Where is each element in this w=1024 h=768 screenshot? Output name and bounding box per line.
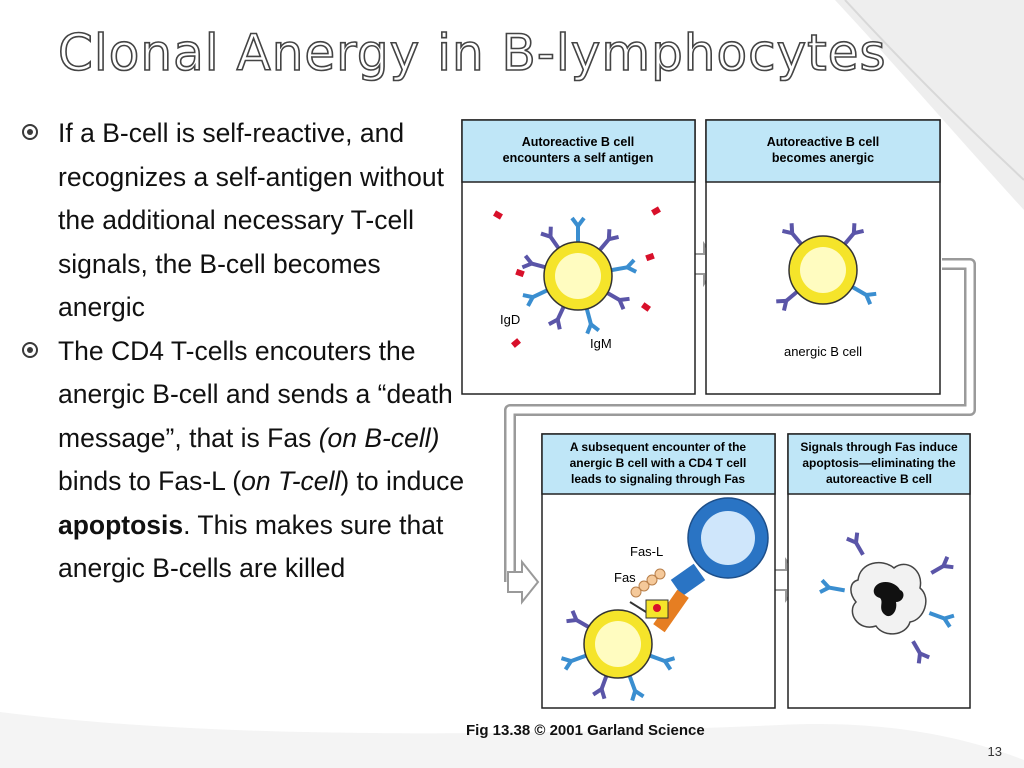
fas-receptor-icon — [629, 599, 669, 619]
cd4-t-cell-icon — [653, 497, 769, 633]
figure-caption: Fig 13.38 © 2001 Garland Science — [466, 722, 705, 739]
bullet-text-part: The CD4 T-cells encouters the anergic B-… — [58, 335, 453, 453]
fasl-label: Fas-L — [630, 544, 663, 559]
bullet-text-italic: (on B-cell) — [318, 422, 440, 453]
panel-4-header-line3: autoreactive B cell — [826, 472, 932, 486]
panel-3-header-line3: leads to signaling through Fas — [571, 472, 745, 486]
apoptotic-cell-icon — [817, 530, 956, 666]
bullet-item-2: The CD4 T-cells encouters the anergic B-… — [20, 330, 465, 591]
fas-ligand-icon — [630, 568, 666, 598]
panel-1-header-line2: encounters a self antigen — [503, 151, 654, 165]
flow-connector — [504, 258, 976, 605]
bullet-item-1: If a B-cell is self-reactive, and recogn… — [20, 112, 465, 330]
anergic-label: anergic B cell — [784, 344, 862, 359]
bullet-text-part: ) to induce — [340, 466, 465, 496]
panel-1-header-line1: Autoreactive B cell — [522, 135, 635, 149]
igm-label: IgM — [590, 336, 612, 351]
self-antigen-icon — [493, 206, 661, 348]
panel-1: Autoreactive B cell encounters a self an… — [461, 119, 696, 395]
page-number: 13 — [987, 744, 1002, 759]
slide-title: Clonal Anergy in B-lymphocytes — [57, 23, 887, 83]
panel-2-header-line2: becomes anergic — [772, 151, 874, 165]
panel-4-header-line2: apoptosis—eliminating the — [802, 456, 956, 470]
bullet-list: If a B-cell is self-reactive, and recogn… — [20, 112, 465, 591]
panel-3-header-line1: A subsequent encounter of the — [570, 440, 747, 454]
bullet-marker-icon — [22, 341, 38, 358]
fas-label: Fas — [614, 570, 636, 585]
panel-4-header-line1: Signals through Fas induce — [800, 440, 958, 454]
panel-4: Signals through Fas induce apoptosis—eli… — [787, 433, 971, 709]
bullet-text-italic: on T-cell — [241, 466, 341, 496]
panel-2: Autoreactive B cell becomes anergic aner… — [705, 119, 941, 395]
igd-label: IgD — [500, 312, 520, 327]
panel-3: A subsequent encounter of the anergic B … — [541, 433, 776, 709]
panel-3-header-line2: anergic B cell with a CD4 T cell — [570, 456, 747, 470]
panel-2-header-line1: Autoreactive B cell — [767, 135, 880, 149]
bullet-text-part: binds to Fas-L ( — [58, 466, 242, 496]
anergy-figure: Autoreactive B cell encounters a self an… — [461, 119, 976, 709]
bullet-text-bold: apoptosis — [58, 509, 184, 540]
bullet-text: If a B-cell is self-reactive, and recogn… — [58, 118, 444, 322]
bullet-text-part: . This makes sure that anergic B-cells a… — [58, 509, 444, 584]
bullet-marker-icon — [22, 124, 38, 140]
